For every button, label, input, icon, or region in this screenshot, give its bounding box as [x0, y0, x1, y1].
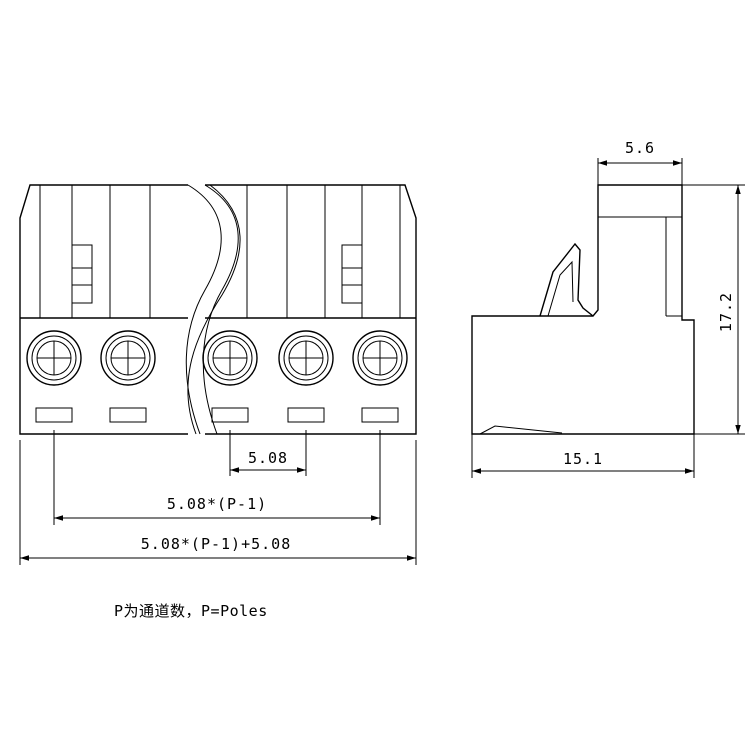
dimension-height-label: 17.2	[717, 292, 735, 332]
dimension-overall-width-label: 5.08*(P-1)+5.08	[141, 535, 291, 553]
wire-entry	[361, 407, 399, 423]
dimension-depth-label: 15.1	[563, 450, 603, 468]
wire-entry	[35, 407, 73, 423]
wire-entry	[287, 407, 325, 423]
screw-terminal	[278, 330, 334, 423]
screw-terminals	[26, 330, 408, 423]
front-view-right-body	[205, 184, 417, 435]
dimension-top-width-label: 5.6	[625, 139, 655, 157]
latch-tab-left	[71, 244, 93, 304]
dimension-depth: 15.1	[472, 450, 694, 474]
dimension-pitch-label: 5.08	[248, 449, 288, 467]
side-view-bottom-foot	[479, 425, 563, 435]
front-view: 5.08 5.08*(P-1) 5.08*(P-1)+5.08	[19, 184, 417, 565]
dimension-overall-width: 5.08*(P-1)+5.08	[20, 535, 416, 561]
screw-terminal	[100, 330, 156, 423]
poles-note: P为通道数，P=Poles	[114, 602, 268, 620]
side-view-latch-hook	[539, 242, 594, 317]
wire-entry	[109, 407, 147, 423]
dimension-pitch: 5.08	[230, 449, 306, 473]
dimension-height: 17.2	[717, 185, 741, 434]
dimension-top-width: 5.6	[598, 139, 682, 166]
dimension-pitch-span-label: 5.08*(P-1)	[167, 495, 267, 513]
side-view-body	[471, 184, 695, 435]
dimension-pitch-span: 5.08*(P-1)	[54, 495, 380, 521]
latch-tab-right	[341, 244, 363, 304]
wire-entry	[211, 407, 249, 423]
screw-terminal	[352, 330, 408, 423]
screw-terminal	[26, 330, 82, 423]
break-lines	[185, 184, 241, 435]
side-view: 5.6 17.2 15.1	[471, 139, 745, 478]
screw-terminal	[202, 330, 258, 423]
front-view-left-body	[19, 184, 188, 435]
